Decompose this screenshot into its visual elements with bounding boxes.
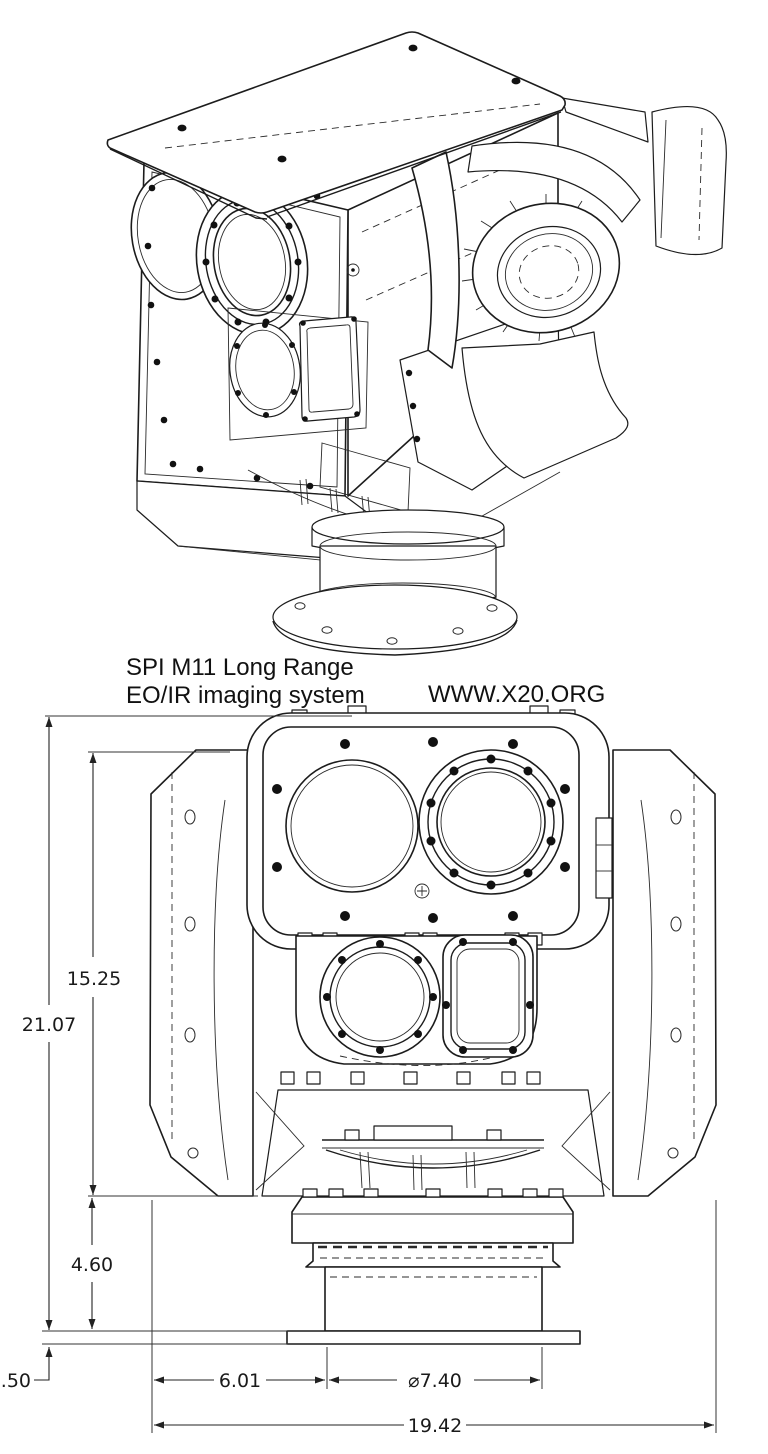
front-view <box>149 705 717 1345</box>
dim-label-upper-height: 15.25 <box>67 968 121 990</box>
iso-yoke-arm <box>411 151 629 479</box>
dim-label-pedestal-diameter: ⌀7.40 <box>408 1370 462 1392</box>
dim-pedestal-diameter: ⌀7.40 <box>329 1370 540 1392</box>
front-camera-head <box>246 705 613 950</box>
dim-upper-height: 15.25 <box>67 753 121 1195</box>
cradle-flange-bolts <box>280 1071 541 1085</box>
product-title-line1: SPI M11 Long Range <box>126 654 354 681</box>
front-right-arm <box>612 749 717 1197</box>
face-bolts <box>272 737 570 923</box>
dim-base-height: 4.60 <box>71 1198 113 1329</box>
dim-plate-thickness: .50 <box>1 1347 53 1392</box>
product-title-line2: EO/IR imaging system <box>126 682 365 709</box>
title-block: SPI M11 Long Range EO/IR imaging system … <box>126 654 605 709</box>
dim-overall-width: 19.42 <box>154 1415 714 1437</box>
website-label: WWW.X20.ORG <box>428 681 605 708</box>
front-eo-lens <box>285 759 419 893</box>
dimension-annotations: 21.07 15.25 4.60 .50 6.01 ⌀ <box>1 715 717 1437</box>
extension-lines <box>42 715 717 1433</box>
front-ir-lens <box>418 749 564 895</box>
bay-circular-lens <box>319 936 441 1058</box>
iso-pedestal <box>272 509 518 656</box>
front-azimuth-base <box>286 1188 581 1345</box>
iso-lower-lens-bay <box>227 307 369 441</box>
dim-arm-to-pedestal: 6.01 <box>154 1370 325 1392</box>
dim-label-overall-height: 21.07 <box>22 1014 76 1036</box>
iso-right-cover-panel <box>651 106 727 256</box>
dim-label-overall-width: 19.42 <box>408 1415 462 1437</box>
dim-label-arm-to-pedestal: 6.01 <box>219 1370 261 1392</box>
center-screw <box>414 883 430 899</box>
isometric-view <box>106 31 727 656</box>
iso-tilt-bearing <box>461 141 641 342</box>
bay-rect-lens <box>442 934 534 1058</box>
dim-label-plate-thickness: .50 <box>1 1370 31 1392</box>
mounting-plate <box>286 1330 581 1345</box>
front-left-arm <box>149 749 254 1197</box>
front-lower-lens-bay <box>280 934 541 1085</box>
pedestal-cylinder <box>324 1266 543 1332</box>
base-bolts <box>302 1188 564 1198</box>
dim-overall-height: 21.07 <box>22 717 76 1330</box>
side-vent <box>595 817 613 899</box>
iso-sun-shield <box>106 31 649 220</box>
dim-label-base-height: 4.60 <box>71 1254 113 1276</box>
front-tilt-cradle <box>255 1089 611 1197</box>
